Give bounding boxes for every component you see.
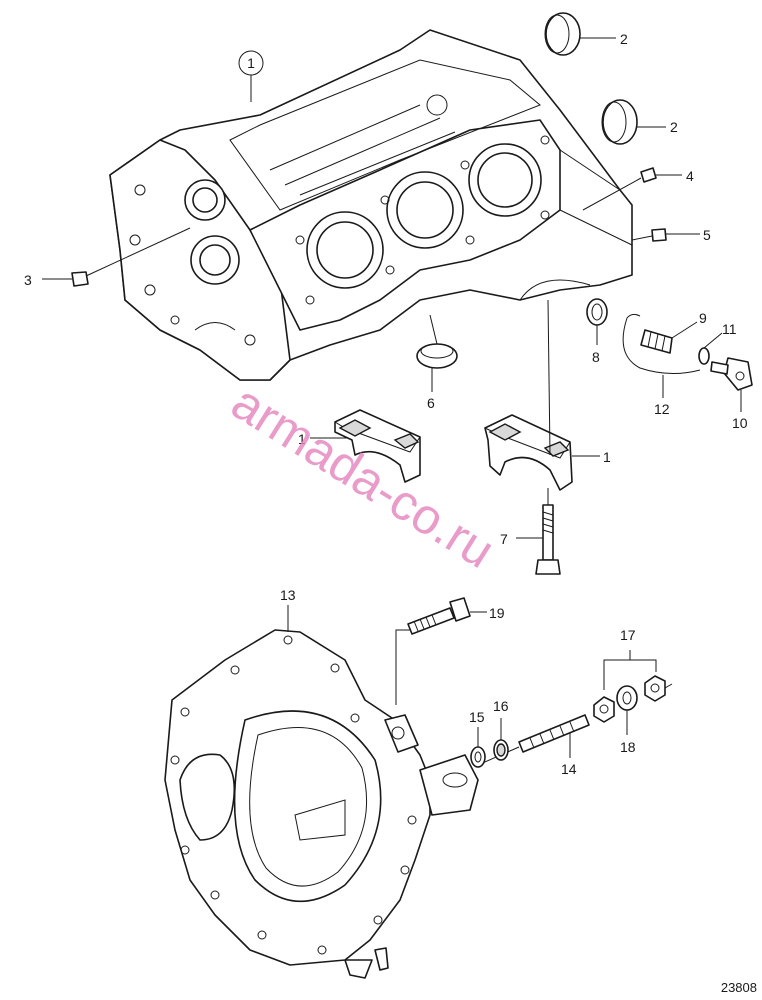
- plug-3: 3: [24, 227, 191, 288]
- callout-label: 18: [620, 739, 636, 755]
- callout-label: 15: [469, 709, 485, 725]
- watermark: armada-co.ru: [222, 374, 504, 579]
- callout-1-circled: 1: [238, 50, 264, 102]
- flywheel-housing: [164, 629, 479, 979]
- callout-label: 2: [620, 31, 628, 47]
- callout-label: 5: [703, 227, 711, 243]
- callout-label: 2: [670, 119, 678, 135]
- washer-15: 15: [469, 709, 486, 768]
- callout-label: 11: [722, 321, 737, 337]
- callout-label: 16: [493, 698, 509, 714]
- expansion-plug-mid: 2: [601, 99, 678, 145]
- sensor-9: 9: [640, 310, 707, 354]
- plug-4: 4: [582, 167, 694, 211]
- plug-5: 5: [631, 227, 711, 243]
- callout-label: 1: [603, 449, 611, 465]
- callout-label: 9: [699, 310, 707, 326]
- expansion-plug-top: 2: [544, 12, 628, 56]
- callout-label: 10: [732, 415, 748, 431]
- nut-group-17: 17 18: [593, 627, 673, 755]
- figure-number: 23808: [721, 980, 757, 995]
- main-bearing-cap-left: 1: [298, 409, 421, 483]
- callout-13: 13: [280, 587, 296, 632]
- callout-label: 7: [500, 531, 508, 547]
- callout-label: 17: [620, 627, 636, 643]
- washer-11: 11: [698, 321, 737, 365]
- callout-label: 4: [686, 168, 694, 184]
- callout-label: 12: [654, 401, 670, 417]
- callout-label: 3: [24, 272, 32, 288]
- snap-ring-12: 12: [622, 313, 701, 417]
- plug-10: 10: [710, 357, 753, 431]
- callout-label: 1: [247, 55, 255, 71]
- callout-label: 6: [427, 395, 435, 411]
- cylinder-block: [109, 29, 633, 381]
- callout-label: 14: [561, 761, 577, 777]
- seal-8: 8: [586, 298, 608, 365]
- bolt-19: 19: [395, 597, 505, 705]
- main-bearing-bolt-7: 7: [500, 488, 561, 575]
- main-bearing-cap-right: 1: [484, 299, 611, 491]
- washer-16: 16: [493, 698, 509, 761]
- callout-label: 13: [280, 587, 296, 603]
- seal-ring-6: 6: [416, 314, 458, 411]
- callout-label: 1: [298, 431, 306, 447]
- callout-label: 8: [592, 349, 600, 365]
- callout-label: 19: [489, 605, 505, 621]
